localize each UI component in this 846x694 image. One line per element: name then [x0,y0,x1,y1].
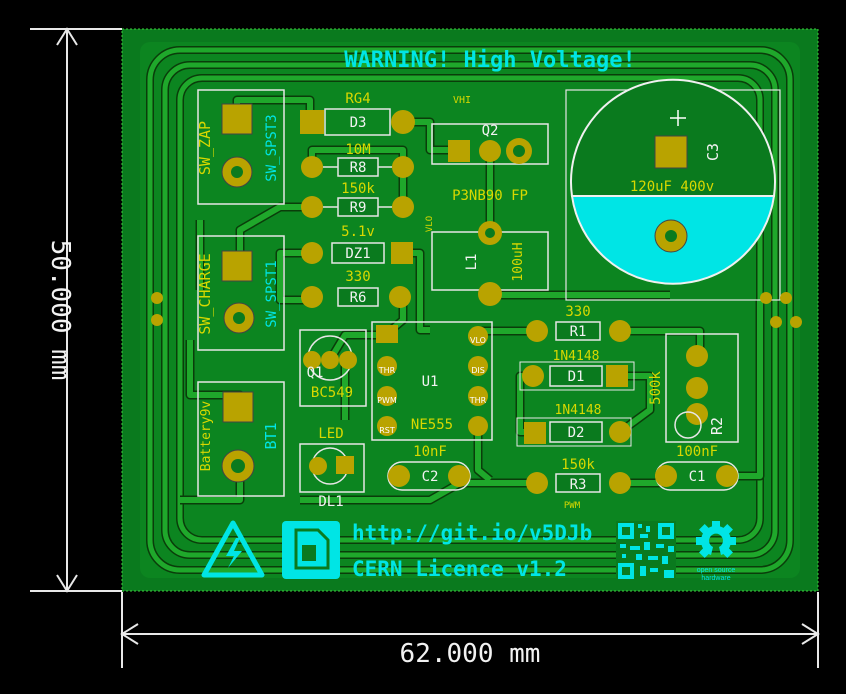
r6-value: 330 [345,269,370,285]
dz1-ref: DZ1 [345,246,370,262]
ic-u1: THR PWM RST VLO DIS THR U1 NE555 [371,321,493,441]
c3-ref: C3 [704,143,722,161]
switch-zap-value: SW_ZAP [196,121,214,175]
r6-ref: R6 [350,290,367,306]
d3-ref: D3 [350,115,367,131]
resistor-r3: 150k R3 PWM [526,457,631,511]
oshw-logo-icon: open source hardware [696,521,736,582]
d1-ref: D1 [568,369,585,385]
c2-ref: C2 [422,469,439,485]
d1-value: 1N4148 [553,349,600,364]
switch-charge: SW_CHARGE SW_SPST1 [196,235,285,351]
width-dimension-label: 62.000 mm [400,639,541,669]
qr-code-icon [616,521,676,581]
inductor-l1: L1 100uH [431,221,549,306]
battery-value: Battery9v [199,401,214,472]
d2-value: 1N4148 [555,403,602,418]
led-dl1: LED DL1 [299,426,365,510]
dimension-lines [30,27,820,668]
dl1-ref: DL1 [318,494,343,510]
dl1-value: LED [318,426,343,442]
switch-zap: SW_ZAP SW_SPST3 [196,89,285,205]
r8-value: 10M [345,142,370,158]
r9-value: 150k [341,181,375,197]
u1-pin-7-label: DIS [471,366,485,375]
battery-bt1: Battery9v BT1 [197,381,285,497]
r3-value: 150k [561,457,595,473]
u1-ref: U1 [422,374,439,390]
edge-pads [151,292,802,328]
l1-value: 100uH [511,242,526,281]
u1-pin-2-label: THR [378,366,396,375]
c2-value: 10nF [413,444,447,460]
r8-ref: R8 [350,160,367,176]
q1-ref: Q1 [307,365,324,381]
warning-title: WARNING! High Voltage! [344,48,635,73]
oshw-text-2: hardware [701,575,730,582]
u1-pin-3-label: PWM [377,396,397,405]
c1-value: 100nF [676,444,718,460]
capacitor-c3: C3 120uF 400v [565,78,781,301]
u1-pin-6-label: THR [469,396,487,405]
document-icon [282,521,340,579]
oshw-text-1: open source [697,567,736,574]
diode-d2: 1N4148 D2 [516,403,632,447]
switch-zap-ref: SW_SPST3 [264,114,280,181]
diode-d1: 1N4148 D1 [519,349,635,391]
switch-charge-ref: SW_SPST1 [264,260,280,327]
u1-value: NE555 [411,417,453,433]
high-voltage-icon [201,520,265,578]
r1-ref: R1 [570,324,587,340]
q2-ref: Q2 [482,123,499,139]
pwm-net-label: PWM [564,501,581,511]
trimmer-r2: 500k R2 [648,333,739,443]
mosfet-q2: Q2 P3NB90 FP [431,123,549,204]
q1-value: BC549 [311,385,353,401]
vhi-net-label: VHI [453,95,471,106]
resistor-r8: 10M R8 [301,142,414,178]
project-url: http://git.io/v5DJb [352,521,592,545]
battery-ref: BT1 [262,422,280,449]
d2-ref: D2 [568,425,585,441]
r9-ref: R9 [350,200,367,216]
r1-value: 330 [565,304,590,320]
r3-ref: R3 [570,477,587,493]
r2-ref: R2 [708,417,726,435]
transistor-q1: Q1 BC549 [299,329,367,407]
resistor-r1: 330 R1 [526,304,631,342]
q2-value: P3NB90 FP [452,188,528,204]
capacitor-c2: 10nF C2 [387,444,471,491]
licence-text: CERN Licence v1.2 [352,557,567,581]
c1-ref: C1 [689,469,706,485]
c3-value: 120uF 400v [630,179,714,195]
height-dimension-label: 50.000 mm [45,240,75,381]
switch-charge-value: SW_CHARGE [196,253,214,334]
diode-d3: RG4 D3 [300,91,415,136]
capacitor-c1: 100nF C1 [655,444,739,491]
zener-dz1: 5.1v DZ1 [301,224,413,264]
resistor-r9: 150k R9 [301,181,414,218]
d3-value: RG4 [345,91,370,107]
resistor-r6: 330 R6 [301,269,411,308]
dz1-value: 5.1v [341,224,375,240]
r2-value: 500k [648,371,664,405]
u1-pin-4-label: RST [379,426,395,435]
u1-pin-8-label: VLO [470,336,486,345]
vlo-net-label: VLO [425,216,435,232]
l1-ref: L1 [464,254,480,271]
